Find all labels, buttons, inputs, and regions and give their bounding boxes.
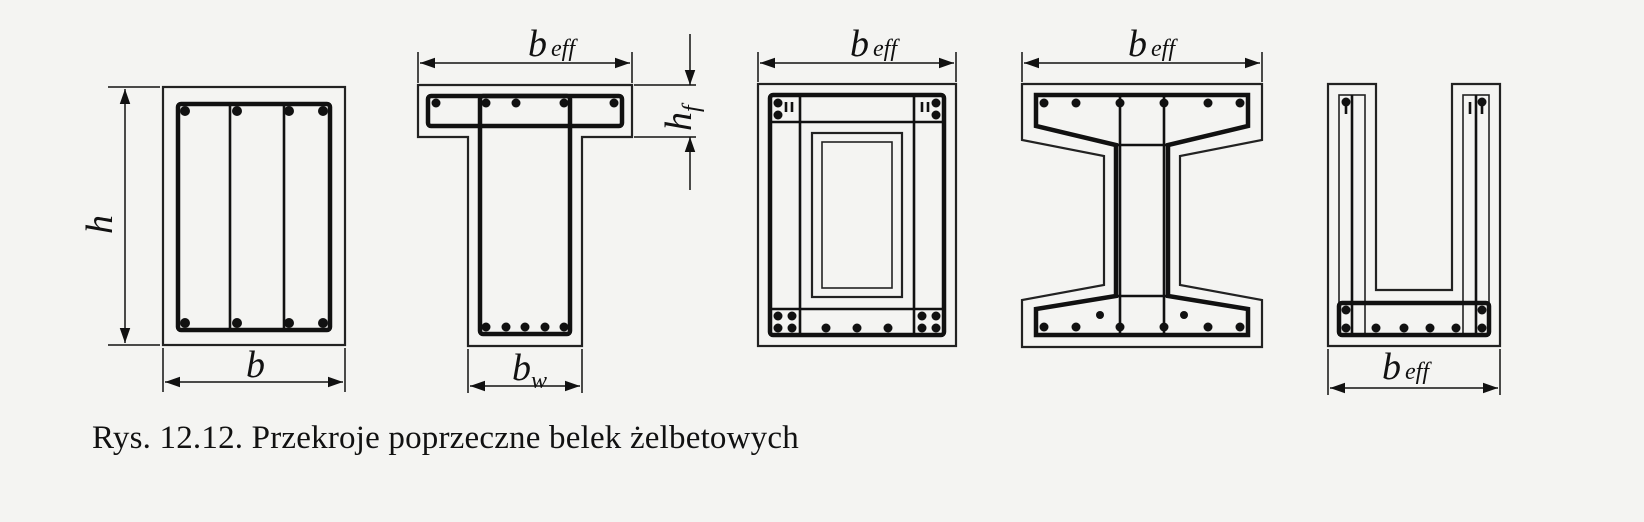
height-label: h [79, 215, 121, 234]
width-label: b [246, 344, 265, 386]
web-width-label: bw [512, 347, 547, 394]
rectangular-section: h b [79, 85, 347, 392]
flange-height-label: hf [658, 102, 705, 131]
figure-caption: Rys. 12.12. Przekroje poprzeczne belek ż… [92, 420, 799, 456]
